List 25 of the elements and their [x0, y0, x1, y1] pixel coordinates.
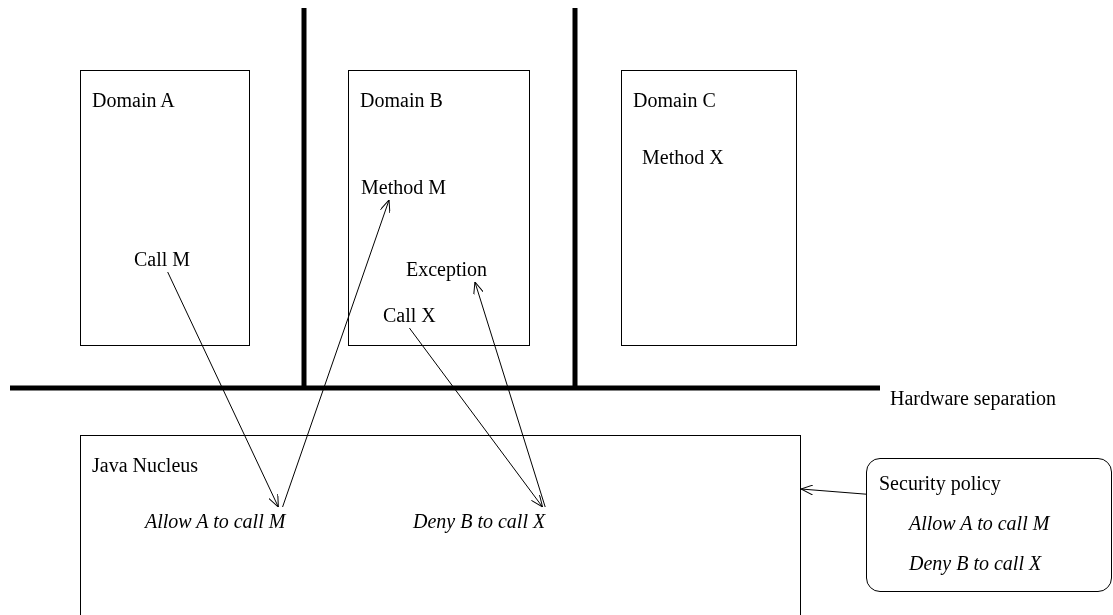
arrow [473, 281, 546, 508]
node-text: Call X [383, 305, 436, 325]
domain-box [348, 70, 530, 346]
box-title: Java Nucleus [92, 455, 199, 475]
arrow [282, 199, 391, 508]
domain-box [80, 70, 250, 346]
domain-box [621, 70, 797, 346]
box-title: Security policy [879, 473, 1001, 493]
separator-label: Hardware separation [890, 388, 1057, 408]
policy-box [866, 458, 1112, 592]
policy-rule: Deny B to call X [909, 553, 1042, 573]
arrow [800, 484, 867, 496]
arrow [408, 327, 544, 508]
box-title: Domain A [92, 90, 175, 110]
node-text: Exception [406, 259, 488, 279]
box-title: Domain B [360, 90, 443, 110]
node-text: Deny B to call X [413, 511, 546, 531]
node-text: Method X [642, 147, 724, 167]
node-text: Allow A to call M [145, 511, 286, 531]
arrow [167, 271, 279, 508]
policy-rule: Allow A to call M [909, 513, 1050, 533]
box-title: Domain C [633, 90, 716, 110]
domain-box [80, 435, 801, 615]
node-text: Call M [134, 249, 191, 269]
node-text: Method M [361, 177, 446, 197]
